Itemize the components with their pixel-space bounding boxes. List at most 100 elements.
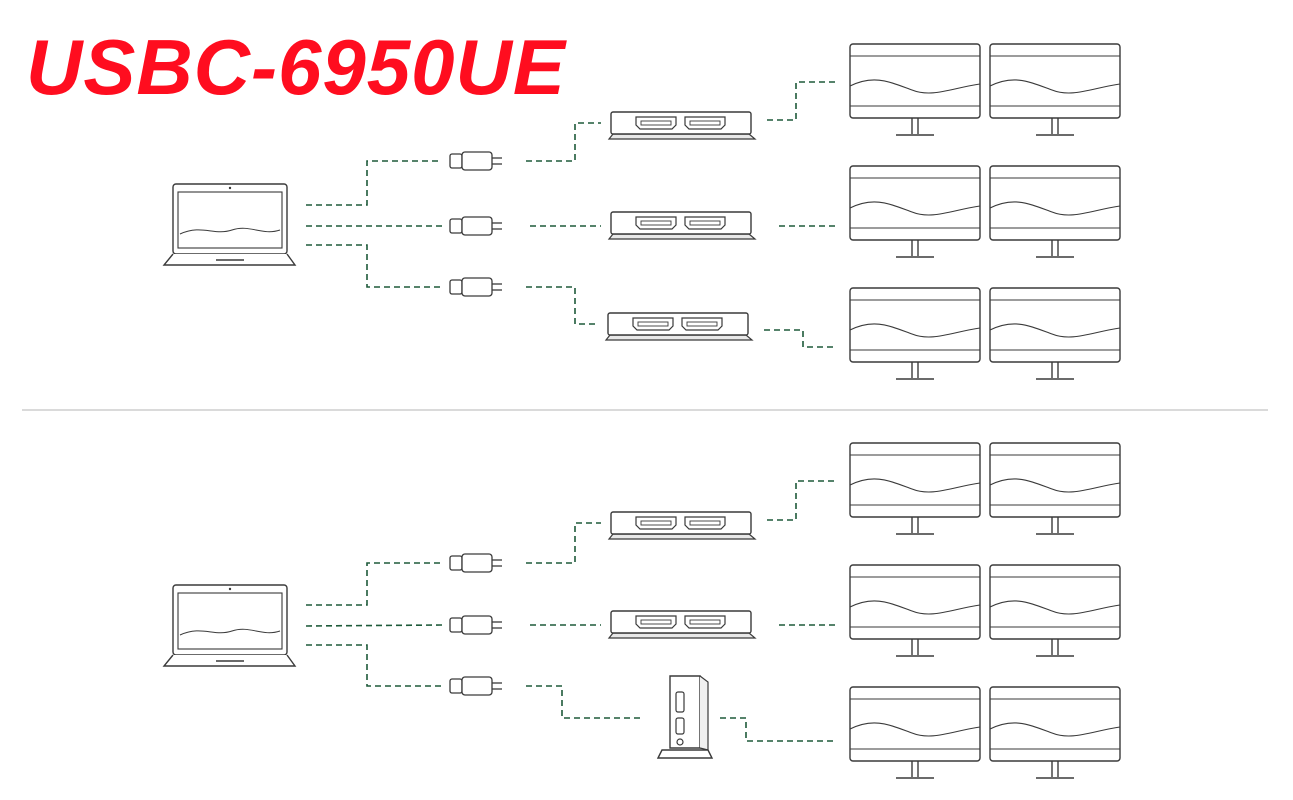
monitor-wave	[849, 79, 981, 94]
adapter-tip	[449, 153, 463, 169]
monitor-bezel	[989, 287, 1121, 363]
monitor-wave	[849, 323, 981, 338]
monitor-wave	[989, 478, 1121, 493]
monitor-wave	[989, 600, 1121, 615]
hub-body	[610, 610, 752, 634]
hdmi-pins	[689, 120, 721, 126]
hub-base	[607, 233, 757, 240]
adapter-tip	[449, 617, 463, 633]
adapter-body	[461, 553, 493, 573]
adapter-body	[461, 676, 493, 696]
dual-hdmi-hub-icon	[607, 610, 757, 639]
monitor-bezel	[849, 165, 981, 241]
connection-line	[306, 644, 442, 687]
connection-line	[767, 81, 836, 121]
hdmi-pins	[640, 520, 672, 526]
monitor-icon	[989, 165, 1121, 258]
usb-c-adapter-icon	[449, 553, 502, 573]
adapter-body	[461, 277, 493, 297]
monitor-bezel	[849, 564, 981, 640]
vertical-dock-icon	[656, 675, 714, 759]
laptop-camera	[228, 587, 232, 591]
adapter-tip	[449, 279, 463, 295]
connection-line	[526, 685, 640, 719]
monitor-bezel	[989, 442, 1121, 518]
usb-c-adapter-icon	[449, 615, 502, 635]
monitor-icon	[849, 43, 981, 136]
laptop-screen	[177, 191, 283, 249]
hdmi-pins	[640, 619, 672, 625]
monitor-wave	[989, 323, 1121, 338]
connection-line	[306, 562, 442, 606]
hdmi-pins	[637, 321, 669, 327]
monitor-bezel	[989, 686, 1121, 762]
usb-c-adapter-icon	[449, 676, 502, 696]
connection-line	[526, 522, 601, 564]
dock-port	[675, 717, 685, 735]
dual-hdmi-hub-icon	[607, 111, 757, 140]
dock-body	[669, 675, 701, 749]
adapter-body	[461, 151, 493, 171]
monitor-bezel	[989, 564, 1121, 640]
monitor-wave	[849, 201, 981, 216]
adapter-body	[461, 216, 493, 236]
monitor-icon	[989, 564, 1121, 657]
hub-base	[607, 133, 757, 140]
adapter-tip	[449, 218, 463, 234]
page-title: USBC-6950UE	[26, 23, 566, 111]
hdmi-pins	[686, 321, 718, 327]
usb-c-adapter-icon	[449, 277, 502, 297]
laptop-icon	[162, 584, 297, 667]
connection-line	[526, 286, 598, 325]
monitor-icon	[849, 165, 981, 258]
adapter-tip	[449, 555, 463, 571]
laptop-screen	[177, 592, 283, 650]
monitor-icon	[989, 686, 1121, 779]
monitor-bezel	[849, 43, 981, 119]
hdmi-pins	[689, 520, 721, 526]
usb-c-adapter-icon	[449, 151, 502, 171]
hdmi-pins	[689, 220, 721, 226]
adapter-body	[461, 615, 493, 635]
hub-body	[610, 111, 752, 135]
dock-audio-jack	[676, 738, 684, 746]
laptop-icon	[162, 183, 297, 266]
monitor-icon	[989, 287, 1121, 380]
monitor-wave	[989, 722, 1121, 737]
hdmi-pins	[640, 220, 672, 226]
connection-line	[767, 480, 836, 521]
monitor-icon	[849, 564, 981, 657]
usb-c-adapter-icon	[449, 216, 502, 236]
hub-base	[604, 334, 754, 341]
monitor-wave	[849, 478, 981, 493]
laptop-camera	[228, 186, 232, 190]
hub-body	[610, 511, 752, 535]
connection-line	[764, 329, 836, 348]
connection-line	[720, 717, 836, 742]
monitor-bezel	[989, 43, 1121, 119]
hdmi-pins	[640, 120, 672, 126]
monitor-wave	[989, 201, 1121, 216]
monitor-icon	[849, 442, 981, 535]
monitor-bezel	[989, 165, 1121, 241]
screen-wave	[179, 227, 281, 235]
monitor-wave	[989, 79, 1121, 94]
connection-line	[306, 160, 442, 206]
hub-body	[610, 211, 752, 235]
dock-foot	[656, 749, 714, 759]
connection-line	[306, 244, 442, 288]
hub-base	[607, 632, 757, 639]
monitor-wave	[849, 600, 981, 615]
diagram-root	[162, 43, 1121, 779]
monitor-bezel	[849, 686, 981, 762]
dock-side	[699, 675, 709, 751]
monitor-icon	[849, 287, 981, 380]
monitor-bezel	[849, 287, 981, 363]
adapter-tip	[449, 678, 463, 694]
monitor-icon	[849, 686, 981, 779]
monitor-icon	[989, 43, 1121, 136]
monitor-wave	[849, 722, 981, 737]
dock-port	[675, 691, 685, 713]
connection-line	[305, 624, 443, 627]
